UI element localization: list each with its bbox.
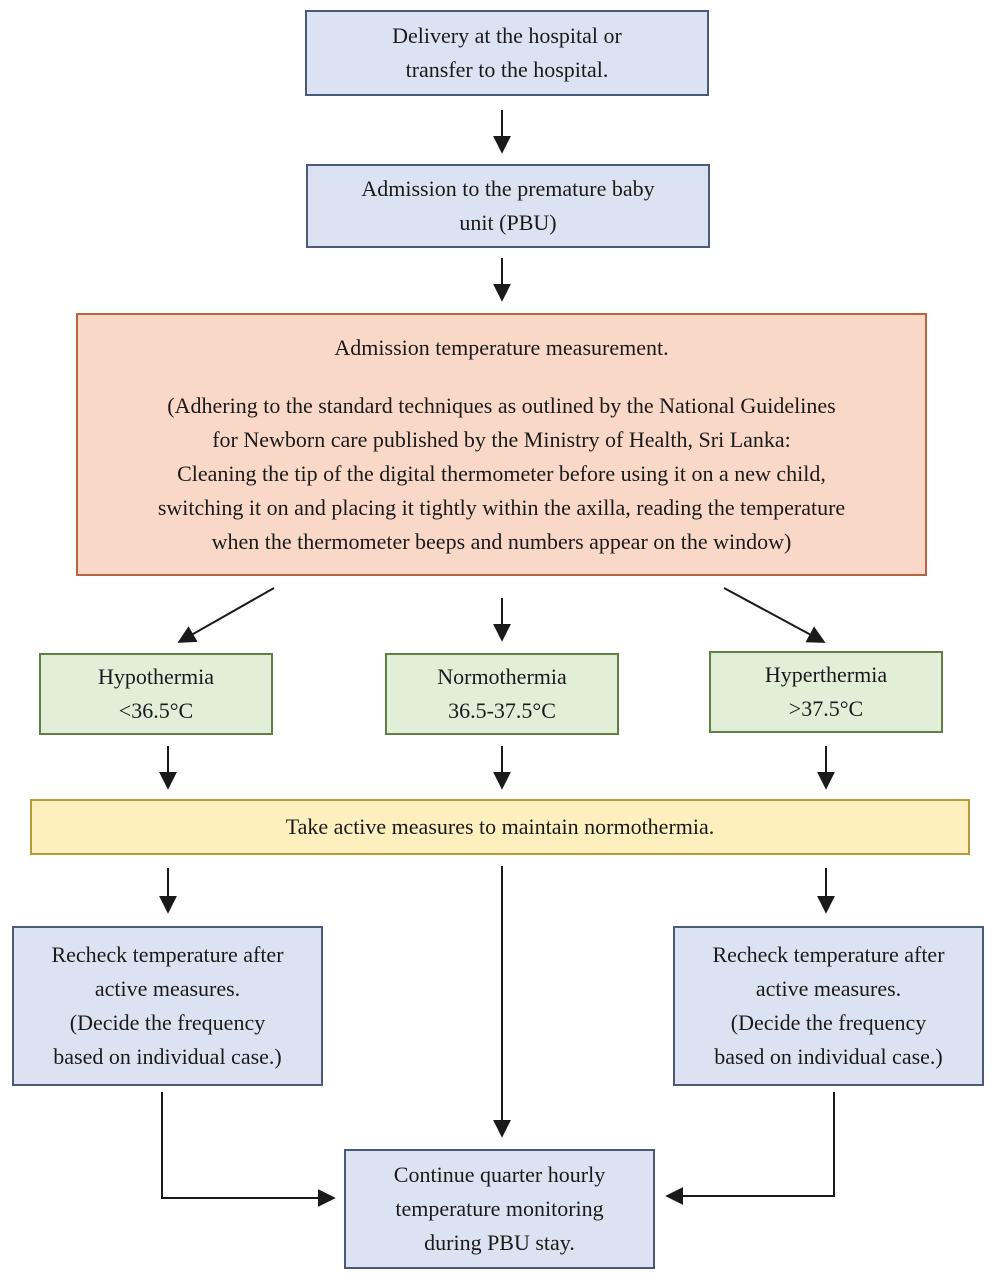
admission-node: Admission to the premature baby unit (PB…: [306, 164, 710, 248]
delivery-line-2: transfer to the hospital.: [405, 57, 609, 82]
continue-line-2: temperature monitoring: [395, 1196, 604, 1221]
measurement-title: Admission temperature measurement.: [334, 334, 669, 360]
active-measures-label: Take active measures to maintain normoth…: [285, 814, 715, 839]
measurement-detail-2: for Newborn care published by the Minist…: [212, 426, 791, 452]
measurement-detail-1: (Adhering to the standard techniques as …: [167, 392, 836, 418]
arrow-measurement-to-hyperthermia: [723, 587, 826, 643]
recheck-left-line-2: active measures.: [94, 976, 241, 1001]
measurement-detail-3: Cleaning the tip of the digital thermome…: [177, 460, 826, 486]
recheck-left-line-4: based on individual case.): [53, 1044, 282, 1069]
recheck-left-line-1: Recheck temperature after: [51, 942, 284, 967]
hyperthermia-range: >37.5°C: [788, 696, 864, 721]
delivery-node: Delivery at the hospital or transfer to …: [305, 10, 709, 96]
arrow-recheck-right-to-continue: [665, 1092, 835, 1205]
recheck-right-line-4: based on individual case.): [714, 1044, 943, 1069]
arrow-measurement-to-hypothermia: [177, 587, 275, 643]
recheck-right-node: Recheck temperature after active measure…: [673, 926, 984, 1086]
arrow-recheck-left-to-continue: [161, 1092, 336, 1207]
admission-line-1: Admission to the premature baby: [361, 176, 655, 201]
recheck-right-line-1: Recheck temperature after: [712, 942, 945, 967]
continue-line-1: Continue quarter hourly: [393, 1162, 606, 1187]
recheck-left-node: Recheck temperature after active measure…: [12, 926, 323, 1086]
hyperthermia-label: Hyperthermia: [764, 662, 888, 687]
recheck-right-line-3: (Decide the frequency: [730, 1010, 927, 1035]
admission-line-2: unit (PBU): [459, 210, 557, 235]
recheck-left-line-3: (Decide the frequency: [69, 1010, 266, 1035]
hypothermia-node: Hypothermia <36.5°C: [39, 653, 273, 735]
continue-monitoring-node: Continue quarter hourly temperature moni…: [344, 1149, 655, 1269]
recheck-right-line-2: active measures.: [755, 976, 902, 1001]
hypothermia-range: <36.5°C: [118, 698, 194, 723]
measurement-detail-4: switching it on and placing it tightly w…: [157, 494, 846, 520]
normothermia-label: Normothermia: [437, 664, 567, 689]
continue-line-3: during PBU stay.: [424, 1230, 575, 1255]
measurement-detail-5: when the thermometer beeps and numbers a…: [211, 528, 792, 554]
hypothermia-label: Hypothermia: [97, 664, 215, 689]
delivery-line-1: Delivery at the hospital or: [392, 23, 622, 48]
measurement-node: Admission temperature measurement. (Adhe…: [76, 313, 927, 576]
active-measures-node: Take active measures to maintain normoth…: [30, 799, 970, 855]
hyperthermia-node: Hyperthermia >37.5°C: [709, 651, 943, 733]
normothermia-range: 36.5-37.5°C: [448, 698, 556, 723]
normothermia-node: Normothermia 36.5-37.5°C: [385, 653, 619, 735]
